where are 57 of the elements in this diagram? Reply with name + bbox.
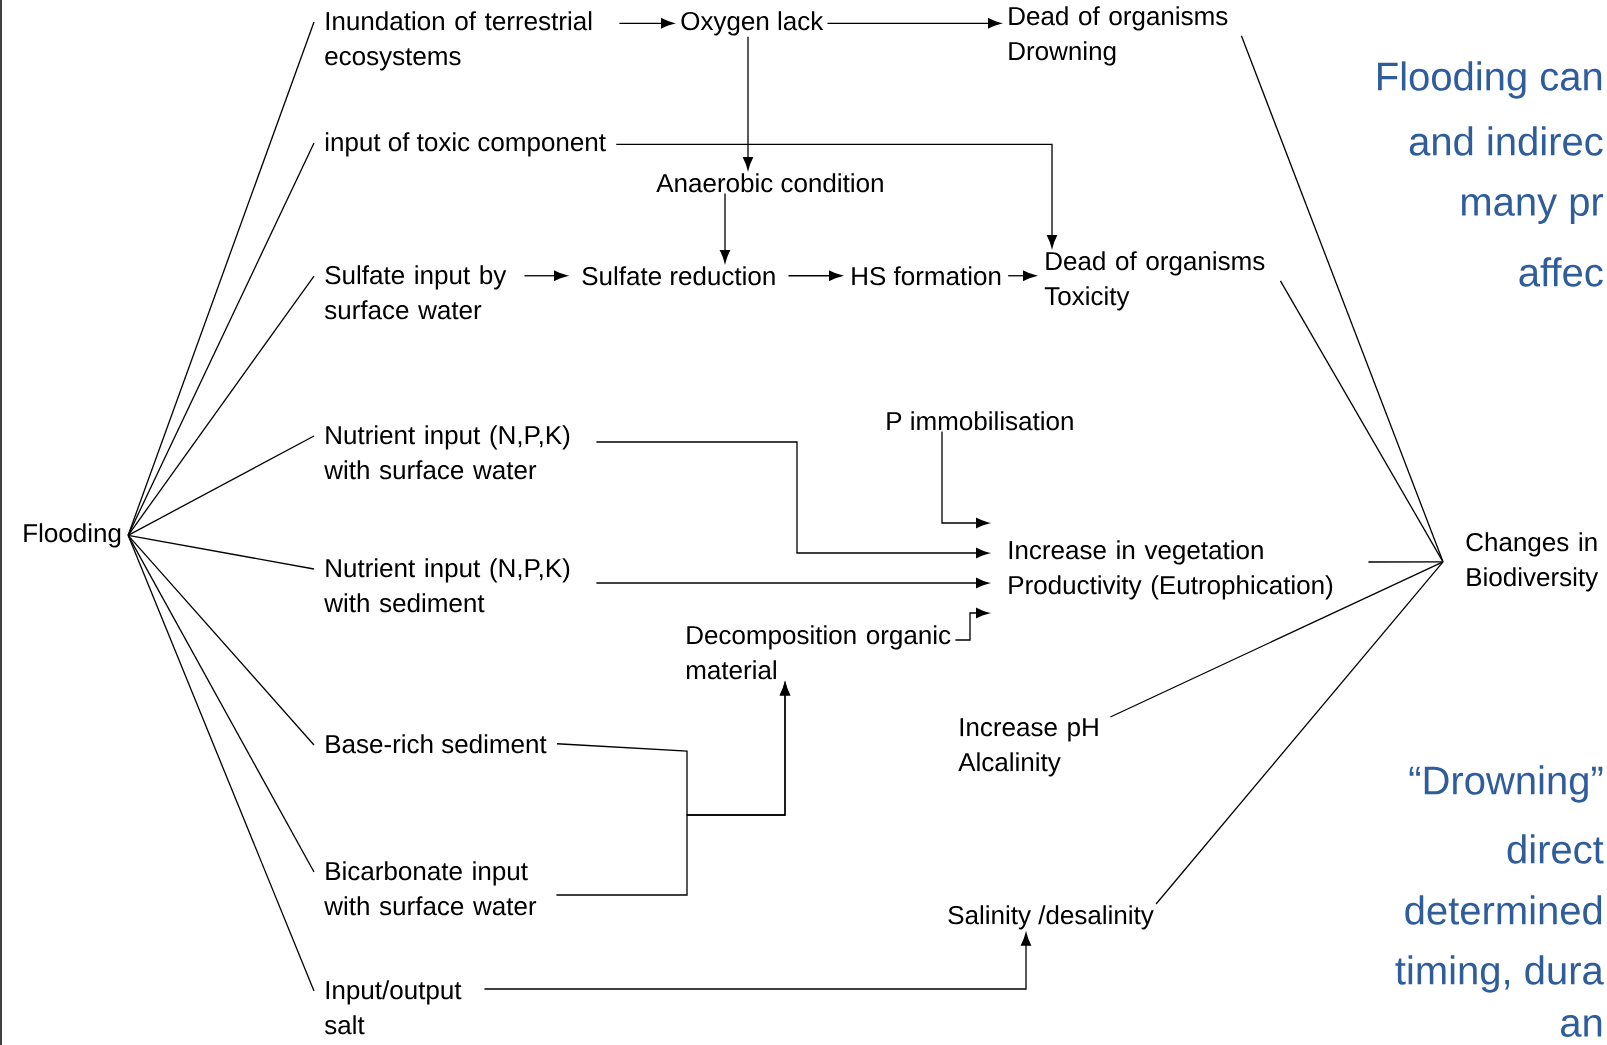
text-label: Bicarbonate input with surface water [324,861,537,916]
arrow [954,608,989,641]
text-label: Nutrient input (N,P,K) with sediment [324,558,570,613]
connector-line [1155,561,1444,905]
slide-text: direct [1507,834,1604,864]
connector-line [1240,35,1444,563]
slide-text: many pr [1461,194,1604,224]
slide-text: determined [1405,895,1602,925]
text-label: Decomposition organic material [686,625,951,680]
connector-line [1279,280,1444,563]
text-label: Increase in vegetation Productivity (Eutrophication) [1009,540,1333,600]
connector-line [127,534,315,746]
arrow [483,932,1032,990]
slide-text: timing, dura [1395,955,1604,993]
text-label: Inundation of terrestrial ecosystems [325,11,592,71]
connector-line [127,275,315,536]
arrow [1007,270,1036,281]
slide-text: “Drowning” [1409,765,1603,803]
slide-text: an [1561,1015,1602,1037]
arrow [555,682,791,896]
text-label: P immobilisation [887,411,1073,431]
arrow [826,18,1001,29]
slide-text: and indirec [1409,126,1603,156]
text-label: Nutrient input (N,P,K) with surface water [324,425,570,480]
connector-line [127,534,315,570]
text-label: Sulfate input by surface water [324,265,507,320]
arrow [523,270,567,281]
arrow [595,441,989,559]
connector-line [127,21,315,536]
slide-text: Flooding can [1378,61,1602,99]
connector-line [127,435,315,536]
text-label: Base-rich sediment [326,734,547,754]
arrow [618,18,674,29]
text-label: Changes in Biodiversity [1466,532,1599,592]
text-label: Sulfate reduction [582,266,775,286]
text-label: Salinity /desalinity [948,905,1154,930]
text-label: Oxygen lack [681,11,824,36]
connector-line [127,142,315,536]
text-label: HS formation [852,266,1001,286]
connector-line [127,534,315,992]
arrow [615,143,1058,248]
arrow [743,36,754,170]
text-label: Dead of organisms Toxicity [1044,251,1265,311]
text-label: Input/output salt [324,980,462,1035]
arrow [595,578,989,589]
connector-line [127,534,315,873]
arrow [787,270,842,281]
text-label: input of toxic component [325,132,606,157]
text-label: Flooding [24,523,121,548]
text-label: Anaerobic condition [656,173,883,193]
arrow [720,192,731,263]
slide-text: affec [1519,257,1603,287]
text-label: Dead of organisms Drowning [1009,6,1228,66]
connector-line [1109,561,1444,718]
connector-line [1367,561,1444,563]
arrow [941,430,989,529]
text-label: Increase pH Alcalinity [958,718,1098,777]
